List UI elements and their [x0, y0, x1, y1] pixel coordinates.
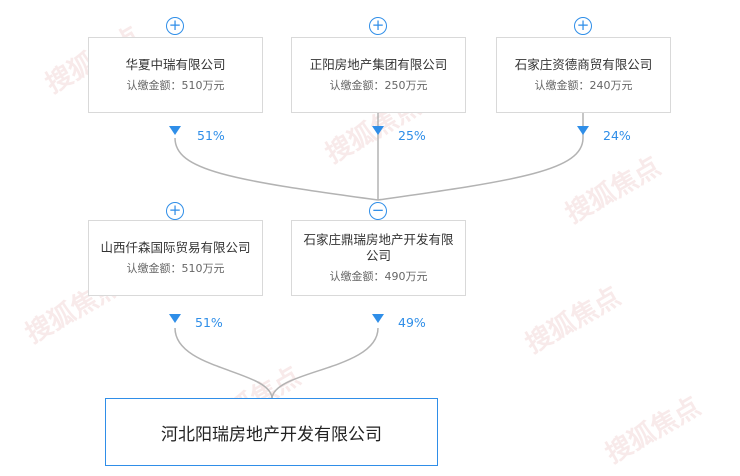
amount-value: 510万元: [181, 262, 225, 275]
shareholder-node[interactable]: 山西仟森国际贸易有限公司 认缴金额：510万元: [88, 220, 263, 296]
amount-label: 认缴金额：: [329, 79, 385, 92]
shareholder-name: 华夏中瑞有限公司: [125, 57, 226, 72]
plus-circle-icon[interactable]: +: [166, 202, 184, 220]
subscribed-amount: 认缴金额：250万元: [330, 79, 428, 93]
amount-label: 认缴金额：: [534, 79, 590, 92]
target-company-name: 河北阳瑞房地产开发有限公司: [161, 424, 382, 445]
shareholder-node[interactable]: 石家庄资德商贸有限公司 认缴金额：240万元: [496, 37, 671, 113]
connector-top-3: [377, 113, 584, 201]
subscribed-amount: 认缴金额：490万元: [330, 270, 428, 284]
amount-label: 认缴金额：: [126, 79, 182, 92]
shareholder-name: 石家庄资德商贸有限公司: [514, 57, 653, 72]
connector-mid-1: [174, 327, 273, 399]
connector-mid-2: [271, 327, 379, 399]
amount-value: 250万元: [384, 79, 428, 92]
connector-top-1: [174, 137, 379, 201]
subscribed-amount: 认缴金额：510万元: [127, 262, 225, 276]
arrow-down-icon: [372, 314, 384, 323]
arrow-down-icon: [577, 126, 589, 135]
target-company-node[interactable]: 河北阳瑞房地产开发有限公司: [105, 398, 438, 466]
shareholder-node[interactable]: 正阳房地产集团有限公司 认缴金额：250万元: [291, 37, 466, 113]
arrow-down-icon: [169, 126, 181, 135]
subscribed-amount: 认缴金额：510万元: [127, 79, 225, 93]
shareholder-node[interactable]: 华夏中瑞有限公司 认缴金额：510万元: [88, 37, 263, 113]
amount-label: 认缴金额：: [126, 262, 182, 275]
plus-circle-icon[interactable]: +: [369, 17, 387, 35]
minus-circle-icon[interactable]: −: [369, 202, 387, 220]
plus-circle-icon[interactable]: +: [166, 17, 184, 35]
ownership-percent: 51%: [197, 128, 225, 143]
ownership-percent: 51%: [195, 315, 223, 330]
amount-value: 510万元: [181, 79, 225, 92]
ownership-percent: 49%: [398, 315, 426, 330]
plus-circle-icon[interactable]: +: [574, 17, 592, 35]
shareholder-node[interactable]: 石家庄鼎瑞房地产开发有限公司 认缴金额：490万元: [291, 220, 466, 296]
subscribed-amount: 认缴金额：240万元: [535, 79, 633, 93]
arrow-down-icon: [372, 126, 384, 135]
amount-label: 认缴金额：: [329, 270, 385, 283]
shareholder-name: 山西仟森国际贸易有限公司: [100, 240, 251, 255]
ownership-percent: 24%: [603, 128, 631, 143]
amount-value: 490万元: [384, 270, 428, 283]
shareholder-name: 石家庄鼎瑞房地产开发有限公司: [303, 232, 454, 263]
amount-value: 240万元: [589, 79, 633, 92]
arrow-down-icon: [169, 314, 181, 323]
ownership-percent: 25%: [398, 128, 426, 143]
shareholder-name: 正阳房地产集团有限公司: [309, 57, 448, 72]
